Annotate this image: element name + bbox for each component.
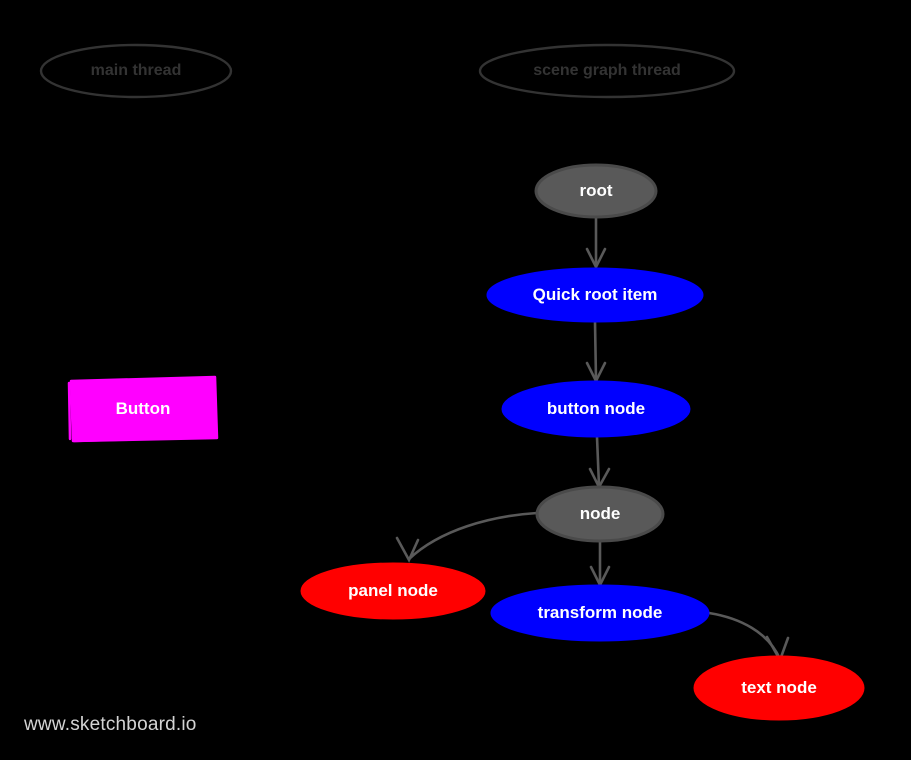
button-sketch-outline: [67, 381, 216, 443]
edge-root-to-quick-root-item[interactable]: [585, 215, 607, 270]
node-shape-button-node[interactable]: [501, 380, 691, 438]
node-shape-root[interactable]: [534, 163, 658, 219]
node-shape-text-node[interactable]: [693, 655, 865, 721]
node-shape-button[interactable]: [69, 375, 219, 443]
watermark-sketchboard: www.sketchboard.io: [24, 714, 197, 735]
node-shape-quick-root-item[interactable]: [486, 267, 704, 323]
node-shape-panel-node[interactable]: [300, 562, 486, 620]
swimlane-main-thread[interactable]: [39, 43, 233, 99]
node-shape-group: [67, 163, 865, 721]
swimlane-group: [39, 43, 736, 99]
swimlane-scene-graph-thread[interactable]: [478, 43, 736, 99]
edge-node-to-panel-node[interactable]: [395, 511, 539, 563]
node-shape-transform-node[interactable]: [490, 584, 710, 642]
node-shape-node[interactable]: [535, 485, 665, 543]
